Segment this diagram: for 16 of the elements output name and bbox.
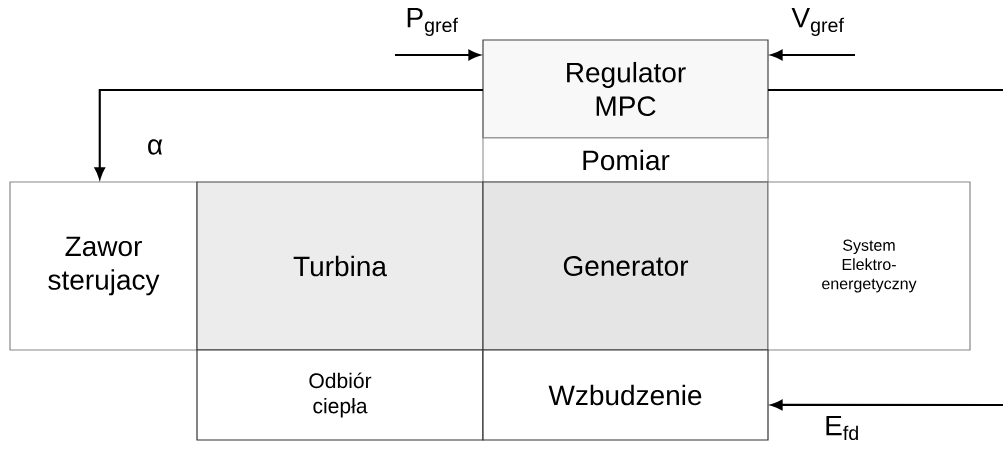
turbine-box: Turbina: [196, 181, 484, 351]
heat-load-box: Odbiór ciepła: [196, 349, 484, 441]
edge-label: E$_{fd}$: [826, 415, 858, 441]
valve-box: Zawor sterujacy: [9, 181, 198, 351]
arrow: [94, 88, 483, 179]
arrow: [771, 49, 855, 61]
arrow: [771, 399, 1003, 411]
measurement-box: Pomiar: [482, 137, 769, 183]
arrow: [395, 49, 480, 61]
exciter-box: Wzbudzenie: [482, 349, 769, 441]
edge-label: α: [148, 139, 163, 155]
generator-box: Generator: [482, 181, 769, 351]
power-system-box: System Elektro-energetyczny: [767, 181, 971, 351]
edge-label: V$_{gref}$: [791, 8, 844, 36]
edge-label: P$_{gref}$: [407, 8, 458, 36]
controller-box: Regulator MPC: [482, 39, 769, 139]
